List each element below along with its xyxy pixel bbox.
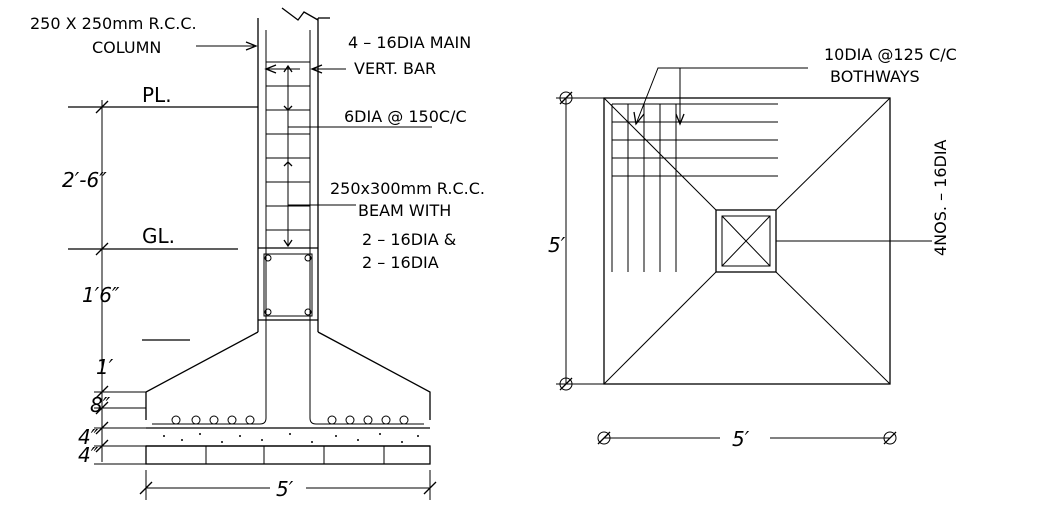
- mesh-label-1: 10DIA @125 C/C: [824, 45, 957, 64]
- plinth-beam: [258, 247, 318, 321]
- dim-1: 1′: [96, 355, 114, 379]
- column-label: COLUMN: [92, 38, 161, 57]
- stirrup-label: 6DIA @ 150C/C: [344, 107, 467, 126]
- beam-label-1: 250x300mm R.C.C.: [330, 179, 485, 198]
- dim-5-plan-side: 5′: [548, 233, 566, 257]
- pcc-hatch: [163, 433, 419, 443]
- footing-section: [68, 7, 437, 500]
- footing-plan: [556, 67, 932, 445]
- bars-label: 4NOS. – 16DIA: [931, 139, 950, 256]
- gl-label: GL.: [142, 224, 175, 248]
- main-bar-label: 4 – 16DIA MAIN: [348, 33, 471, 52]
- vert-bar-label: VERT. BAR: [354, 59, 436, 78]
- beam-label-3: 2 – 16DIA &: [362, 230, 456, 249]
- dim-5-section: 5′: [276, 477, 294, 501]
- dim-5-plan-bottom: 5′: [732, 427, 750, 451]
- bottom-bar-dots: [171, 415, 409, 425]
- beam-label-2: BEAM WITH: [358, 201, 451, 220]
- mesh-label-2: BOTHWAYS: [830, 67, 920, 86]
- dim-2-6: 2′-6″: [62, 168, 107, 192]
- mesh-bars: [611, 103, 778, 272]
- dim-4b: 4″: [78, 443, 99, 467]
- beam-label-4: 2 – 16DIA: [362, 253, 439, 272]
- dim-8: 8″: [90, 393, 111, 417]
- pl-label: PL.: [142, 83, 172, 107]
- dim-1-6: 1′6″: [82, 283, 120, 307]
- dim-4a: 4″: [78, 425, 99, 449]
- column-size-label: 250 X 250mm R.C.C.: [30, 14, 197, 33]
